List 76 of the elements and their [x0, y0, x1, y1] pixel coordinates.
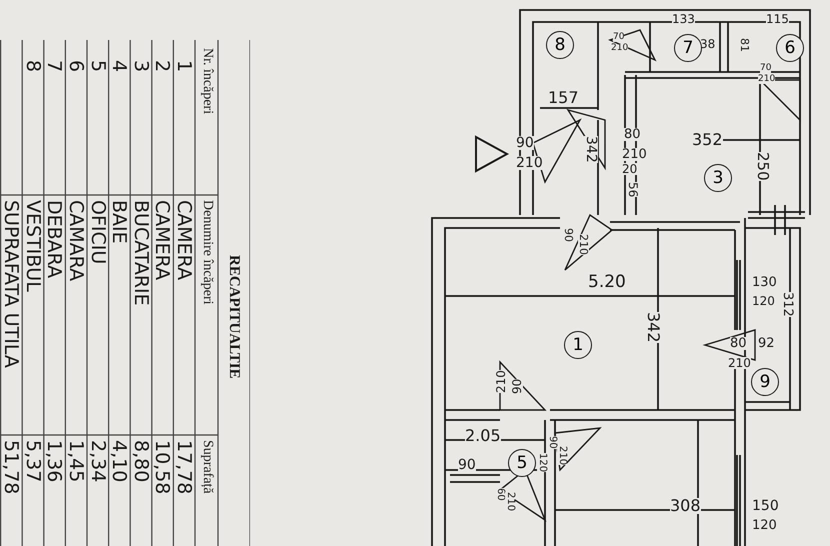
dimension-label: 120 [752, 295, 775, 307]
room-number-circle: 9 [751, 368, 779, 396]
dimension-label: 352 [692, 132, 723, 148]
dimension-label: 210 [728, 357, 751, 369]
dimension-label: 90 [458, 458, 476, 472]
table-cell: 17,78 [174, 440, 193, 494]
dimension-label: 90 [516, 136, 534, 150]
table-cell: 51,78 [1, 440, 20, 494]
dimension-label: 133 [672, 13, 695, 25]
dimension-label: 80 [624, 128, 641, 141]
dimension-label: 210 [758, 75, 776, 84]
table-cell: 1,36 [44, 440, 64, 482]
table-cell: 8 [22, 60, 42, 72]
table-cell: BUCATARIE [130, 200, 150, 306]
table-cell: CAMERA [152, 200, 172, 280]
dimension-label: 120 [752, 519, 777, 532]
dimension-label: 210 [611, 44, 628, 53]
room-number-circle: 1 [564, 331, 592, 359]
dimension-label: 20 [622, 163, 638, 175]
table-cell: OFICIU [88, 200, 107, 264]
dimension-label: 210 [505, 492, 515, 512]
dimension-label: 210 [516, 156, 543, 170]
dimension-label: 81 [739, 38, 750, 52]
dimension-label: 2.05 [465, 428, 501, 444]
table-cell: 10,58 [152, 440, 172, 494]
table-cell: SUPRAFATA UTILA [1, 200, 20, 368]
table-cell: 1,45 [66, 440, 85, 482]
dimension-label: 90 [511, 378, 523, 394]
dimension-label: 130 [752, 276, 777, 289]
dimension-label: 342 [645, 312, 661, 343]
dimension-label: 38 [700, 38, 716, 50]
table-cell: 1 [174, 60, 193, 72]
table-cell: CAMARA [66, 200, 85, 282]
dimension-label: 150 [752, 499, 779, 513]
room-number-circle: 8 [546, 31, 574, 59]
dimension-label: 70 [760, 64, 772, 73]
column-header: Nr. încăperi [200, 48, 214, 114]
dimension-label: 56 [627, 182, 639, 198]
dimension-label: 115 [766, 13, 789, 25]
table-cell: 5,37 [22, 440, 42, 482]
table-cell: 8,80 [130, 440, 150, 482]
table-cell: 7 [44, 60, 64, 72]
dimension-label: 312 [781, 292, 794, 317]
table-cell: VESTIBUL [22, 200, 42, 292]
table-cell: 3 [130, 60, 150, 72]
dimension-label: 60 [495, 488, 505, 501]
table-title: RECAPITUALTIE [226, 255, 241, 379]
dimension-label: 90 [563, 228, 574, 242]
dimension-label: 210 [622, 148, 647, 161]
dimension-label: 210 [495, 370, 507, 393]
dimension-label: 92 [758, 337, 775, 350]
dimension-label: 250 [755, 152, 770, 181]
dimension-label: 342 [584, 136, 598, 163]
dimension-label: 308 [670, 498, 701, 514]
table-cell: 2 [152, 60, 172, 72]
table-cell: DEBARA [44, 200, 64, 278]
table-cell: 4 [109, 60, 128, 72]
dimension-label: 210 [557, 446, 567, 466]
room-number-circle: 3 [704, 164, 732, 192]
table-cell: BAIE [109, 200, 128, 244]
column-header: Denumire încăperi [200, 200, 214, 305]
table-cell: 2,34 [88, 440, 107, 482]
room-number-circle: 7 [674, 34, 702, 62]
table-cell: 6 [66, 60, 85, 72]
dimension-label: 210 [578, 234, 589, 255]
table-cell: 4,10 [109, 440, 128, 482]
room-number-circle: 6 [776, 34, 804, 62]
dimension-label: 120 [537, 453, 547, 472]
dimension-label: 157 [548, 90, 579, 106]
dimension-label: 70 [613, 33, 624, 42]
dimension-label: 80 [730, 337, 747, 350]
table-cell: CAMERA [174, 200, 193, 280]
room-number-circle: 5 [508, 449, 536, 477]
column-header: Suprafață [200, 440, 214, 494]
dimension-label: 90 [547, 436, 557, 449]
table-cell: 5 [88, 60, 107, 72]
